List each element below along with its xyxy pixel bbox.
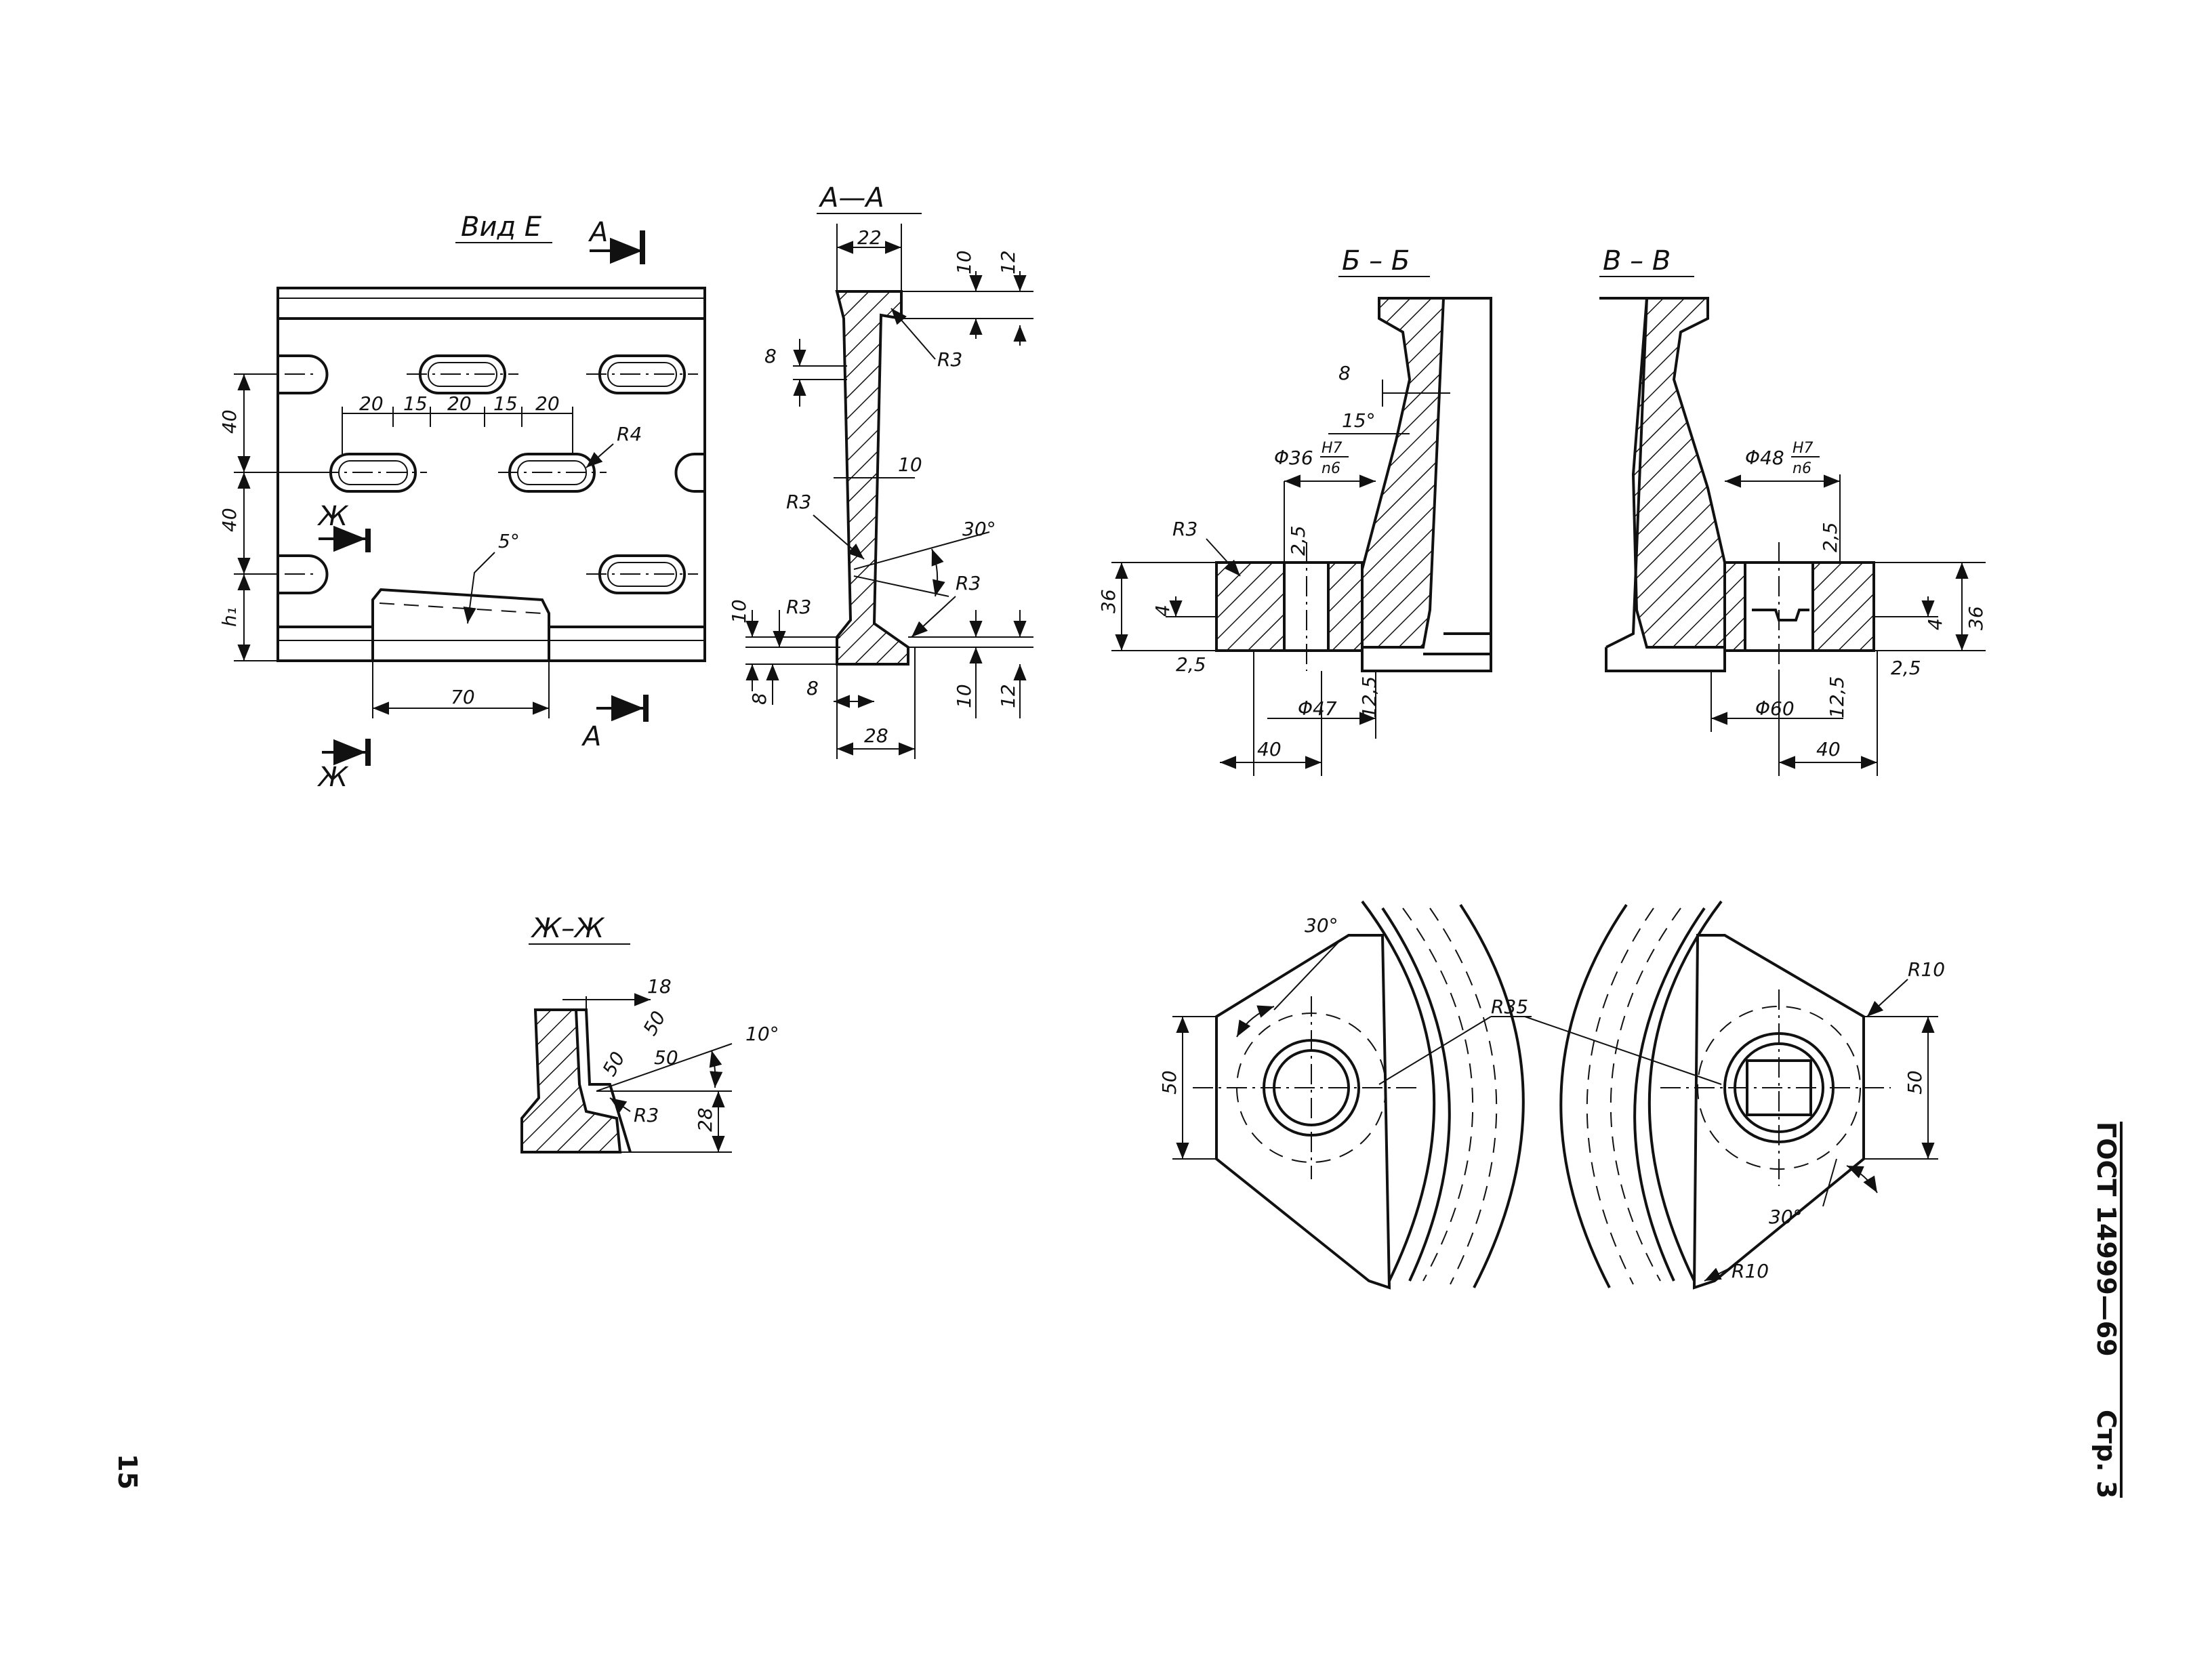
page-label: Стр. 3 <box>2091 1410 2121 1498</box>
svg-text:30°: 30° <box>1769 1206 1803 1228</box>
svg-text:10°: 10° <box>745 1023 779 1045</box>
svg-text:12: 12 <box>997 684 1019 708</box>
slots <box>278 354 705 594</box>
svg-text:15: 15 <box>403 392 428 415</box>
svg-text:20: 20 <box>359 392 384 415</box>
svg-text:10: 10 <box>953 250 975 274</box>
recess <box>371 588 550 661</box>
svg-text:H7: H7 <box>1793 440 1814 457</box>
section-a-a-title: А—А <box>818 182 884 213</box>
cut-mark-a-top: А <box>588 217 645 264</box>
svg-text:40: 40 <box>1257 738 1282 760</box>
svg-text:2,5: 2,5 <box>1287 525 1309 556</box>
svg-text:50: 50 <box>638 1007 670 1039</box>
standard-label: ГОСТ 14999—69 <box>2091 1122 2121 1357</box>
section-zh-zh-title: Ж–Ж <box>530 913 605 944</box>
svg-text:2,5: 2,5 <box>1891 657 1921 679</box>
plan-view-left: 30° 50 <box>1158 900 1525 1290</box>
svg-text:n6: n6 <box>1322 460 1340 477</box>
svg-text:4: 4 <box>1151 605 1174 617</box>
cut-mark-zh-bottom: Ж <box>316 739 371 793</box>
zh-zh-profile <box>520 1008 622 1153</box>
svg-text:36: 36 <box>1097 589 1120 613</box>
svg-text:40: 40 <box>1816 738 1841 760</box>
v-v-boss <box>1811 561 1875 652</box>
svg-text:15°: 15° <box>1342 409 1376 432</box>
svg-text:40: 40 <box>218 508 241 532</box>
svg-text:Φ48: Φ48 <box>1745 447 1784 469</box>
svg-text:50: 50 <box>598 1048 629 1080</box>
svg-text:10: 10 <box>953 684 975 708</box>
section-b-b-title: Б – Б <box>1342 245 1410 277</box>
section-v-v: В – В Φ48 H7 n6 2,5 36 4 2,5 Φ60 12,5 40 <box>1599 245 1987 776</box>
svg-text:А: А <box>588 217 608 248</box>
svg-text:H7: H7 <box>1322 440 1343 457</box>
svg-text:28: 28 <box>864 724 888 747</box>
svg-text:40: 40 <box>218 409 241 434</box>
svg-text:12: 12 <box>997 250 1019 274</box>
plan-left-outline <box>1215 934 1391 1290</box>
svg-text:R3: R3 <box>786 596 811 618</box>
section-zh-zh: Ж–Ж 18 50 50 50 10° R3 28 <box>520 913 779 1153</box>
svg-text:8: 8 <box>806 677 819 699</box>
svg-text:20: 20 <box>535 392 560 415</box>
b-b-flange-right <box>1443 297 1492 635</box>
section-a-a: А—А 22 10 12 R3 8 10 R3 30° R3 <box>728 182 1033 759</box>
svg-text:R35: R35 <box>1491 996 1528 1018</box>
svg-text:5°: 5° <box>498 530 520 552</box>
cut-mark-a-bottom: А <box>581 695 649 752</box>
svg-text:R10: R10 <box>1732 1260 1769 1282</box>
section-v-v-title: В – В <box>1603 245 1671 277</box>
svg-text:8: 8 <box>748 693 771 705</box>
svg-text:22: 22 <box>857 226 882 249</box>
svg-text:Φ47: Φ47 <box>1298 697 1337 720</box>
v-v-body <box>1631 297 1726 649</box>
svg-text:12,5: 12,5 <box>1358 676 1380 718</box>
view-e-title: Вид Е <box>461 211 542 243</box>
b-b-body <box>1361 297 1446 649</box>
svg-text:R10: R10 <box>1908 958 1945 981</box>
svg-text:10: 10 <box>728 599 750 624</box>
side-label: ГОСТ 14999—69 Стр. 3 <box>2091 1122 2123 1498</box>
svg-text:20: 20 <box>447 392 472 415</box>
svg-text:70: 70 <box>451 686 475 708</box>
svg-text:28: 28 <box>694 1107 716 1132</box>
page-number: 15 <box>112 1454 142 1490</box>
b-b-boss <box>1215 561 1286 652</box>
svg-text:R3: R3 <box>956 572 981 594</box>
svg-text:R3: R3 <box>937 348 962 371</box>
svg-text:А: А <box>581 721 601 752</box>
view-e-outline <box>276 287 706 662</box>
svg-text:50: 50 <box>1904 1070 1926 1095</box>
svg-text:30°: 30° <box>962 518 996 540</box>
section-b-b: Б – Б 8 15° Φ36 H7 n6 R3 2,5 36 4 2,5 <box>1097 245 1492 776</box>
svg-text:4: 4 <box>1924 618 1946 630</box>
svg-text:12,5: 12,5 <box>1826 676 1848 718</box>
svg-text:8: 8 <box>1338 362 1351 384</box>
plan-view-right: R35 R10 50 30° R10 <box>1378 900 1945 1290</box>
svg-text:10: 10 <box>898 453 922 476</box>
view-e: Вид Е А <box>218 211 706 793</box>
svg-text:R3: R3 <box>1172 518 1197 540</box>
svg-text:30°: 30° <box>1305 914 1338 937</box>
svg-text:R4: R4 <box>617 423 642 445</box>
cut-mark-zh-left: Ж <box>316 501 371 552</box>
svg-text:n6: n6 <box>1793 460 1811 477</box>
svg-text:8: 8 <box>764 345 777 367</box>
svg-text:Ж: Ж <box>316 501 349 532</box>
svg-text:Φ60: Φ60 <box>1755 697 1795 720</box>
svg-text:2,5: 2,5 <box>1176 653 1206 676</box>
svg-text:2,5: 2,5 <box>1819 522 1841 552</box>
svg-text:50: 50 <box>654 1046 678 1069</box>
svg-text:Ж: Ж <box>316 762 349 793</box>
svg-text:18: 18 <box>647 975 672 998</box>
svg-text:15: 15 <box>493 392 518 415</box>
svg-text:50: 50 <box>1158 1070 1181 1095</box>
svg-text:R3: R3 <box>786 491 811 513</box>
svg-text:Φ36: Φ36 <box>1274 447 1313 469</box>
svg-text:36: 36 <box>1965 606 1987 630</box>
svg-text:h₁: h₁ <box>218 607 241 627</box>
svg-text:R3: R3 <box>634 1104 659 1126</box>
